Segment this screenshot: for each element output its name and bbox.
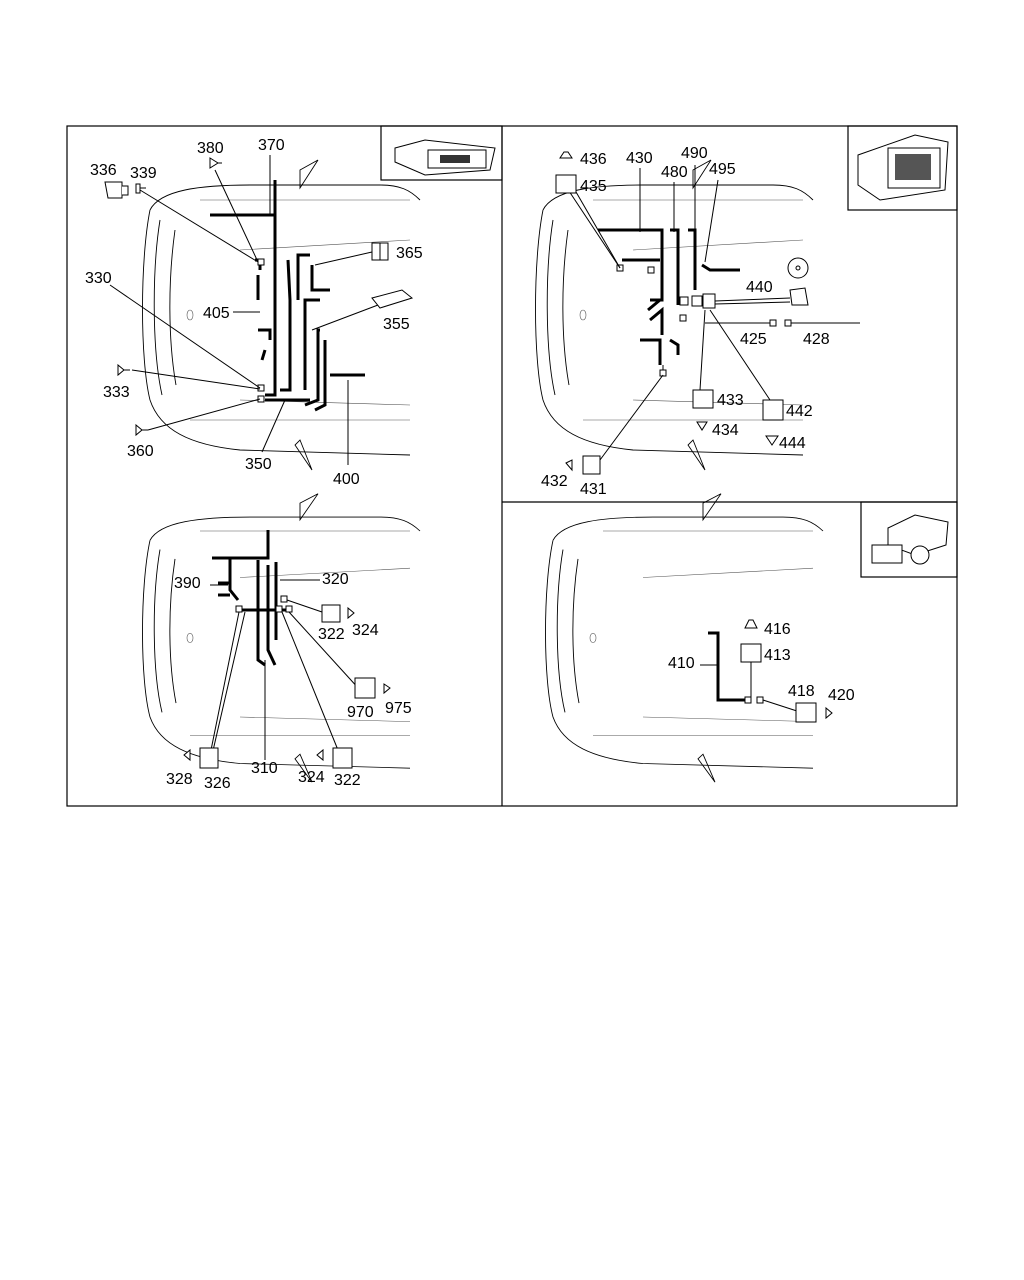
connector-380-icon xyxy=(209,157,222,169)
connector-433-icon xyxy=(692,389,714,409)
label: 420 xyxy=(828,687,855,704)
connector-324-icon xyxy=(347,606,355,620)
thumbnail-box xyxy=(847,125,958,211)
label: 324 xyxy=(352,622,379,639)
connector-413-icon xyxy=(740,643,762,663)
label: 434 xyxy=(712,422,739,439)
label: 970 xyxy=(347,704,374,721)
connector-324b-icon xyxy=(316,748,324,762)
label: 322 xyxy=(334,772,361,789)
connector-436-icon xyxy=(559,151,573,159)
connector-336-icon xyxy=(104,181,129,199)
label: 400 xyxy=(333,471,360,488)
connector-333-icon xyxy=(117,363,130,377)
connector-435-icon xyxy=(555,174,577,194)
label: 440 xyxy=(746,279,773,296)
label: 480 xyxy=(661,164,688,181)
panel-bottom-left: 390 320 322 324 970 975 328 326 310 324 … xyxy=(142,493,421,792)
label: 350 xyxy=(245,456,272,473)
connector-328-icon xyxy=(183,748,191,762)
connector-360-icon xyxy=(135,423,148,437)
connector-432-icon xyxy=(565,459,573,472)
navigation-unit-icon xyxy=(857,134,949,201)
label: 975 xyxy=(385,700,412,717)
radio-unit-icon xyxy=(394,139,496,176)
label: 430 xyxy=(626,150,653,167)
connector-975-icon xyxy=(383,683,391,695)
label: 380 xyxy=(197,140,224,157)
connector-418-icon xyxy=(795,702,817,723)
panel-bottom-right: 416 413 410 418 420 xyxy=(545,493,958,783)
connector-365-icon xyxy=(371,242,389,261)
label: 320 xyxy=(322,571,349,588)
connector-416-icon xyxy=(744,619,758,629)
diagram-frame xyxy=(66,125,958,807)
label: 330 xyxy=(85,270,112,287)
label: 370 xyxy=(258,137,285,154)
cd-changer-icon xyxy=(871,514,949,565)
label: 333 xyxy=(103,384,130,401)
label: 444 xyxy=(779,435,806,452)
label: 336 xyxy=(90,162,117,179)
label: 410 xyxy=(668,655,695,672)
label: 490 xyxy=(681,145,708,162)
label: 328 xyxy=(166,771,193,788)
label: 324 xyxy=(298,769,325,786)
label: 418 xyxy=(788,683,815,700)
connector-442-icon xyxy=(762,399,784,421)
panel-top-left: 380 370 336 339 365 330 405 355 333 360 … xyxy=(85,125,503,488)
connector-339-icon xyxy=(135,183,146,194)
label: 416 xyxy=(764,621,791,638)
label: 360 xyxy=(127,443,154,460)
label: 413 xyxy=(764,647,791,664)
label: 495 xyxy=(709,161,736,178)
connector-444-icon xyxy=(765,435,779,446)
label: 339 xyxy=(130,165,157,182)
connector-326-icon xyxy=(199,747,219,769)
label: 431 xyxy=(580,481,607,498)
label: 435 xyxy=(580,178,607,195)
label: 405 xyxy=(203,305,230,322)
label: 436 xyxy=(580,151,607,168)
connector-322-icon xyxy=(321,604,341,623)
label: 326 xyxy=(204,775,231,792)
label: 433 xyxy=(717,392,744,409)
thumbnail-box xyxy=(380,125,503,181)
label: 428 xyxy=(803,331,830,348)
connector-434-icon xyxy=(696,421,708,431)
connector-322b-icon xyxy=(332,747,353,769)
label: 390 xyxy=(174,575,201,592)
thumbnail-box xyxy=(860,501,958,578)
label: 442 xyxy=(786,403,813,420)
connector-431-icon xyxy=(582,455,601,475)
label: 310 xyxy=(251,760,278,777)
label: 355 xyxy=(383,316,410,333)
panel-top-right: 436 430 490 495 480 435 440 425 428 433 … xyxy=(535,125,958,498)
connector-970-icon xyxy=(354,677,376,699)
label: 365 xyxy=(396,245,423,262)
label: 322 xyxy=(318,626,345,643)
label: 432 xyxy=(541,473,568,490)
connector-420-icon xyxy=(825,706,833,720)
label: 425 xyxy=(740,331,767,348)
connector-355-icon xyxy=(371,289,414,309)
